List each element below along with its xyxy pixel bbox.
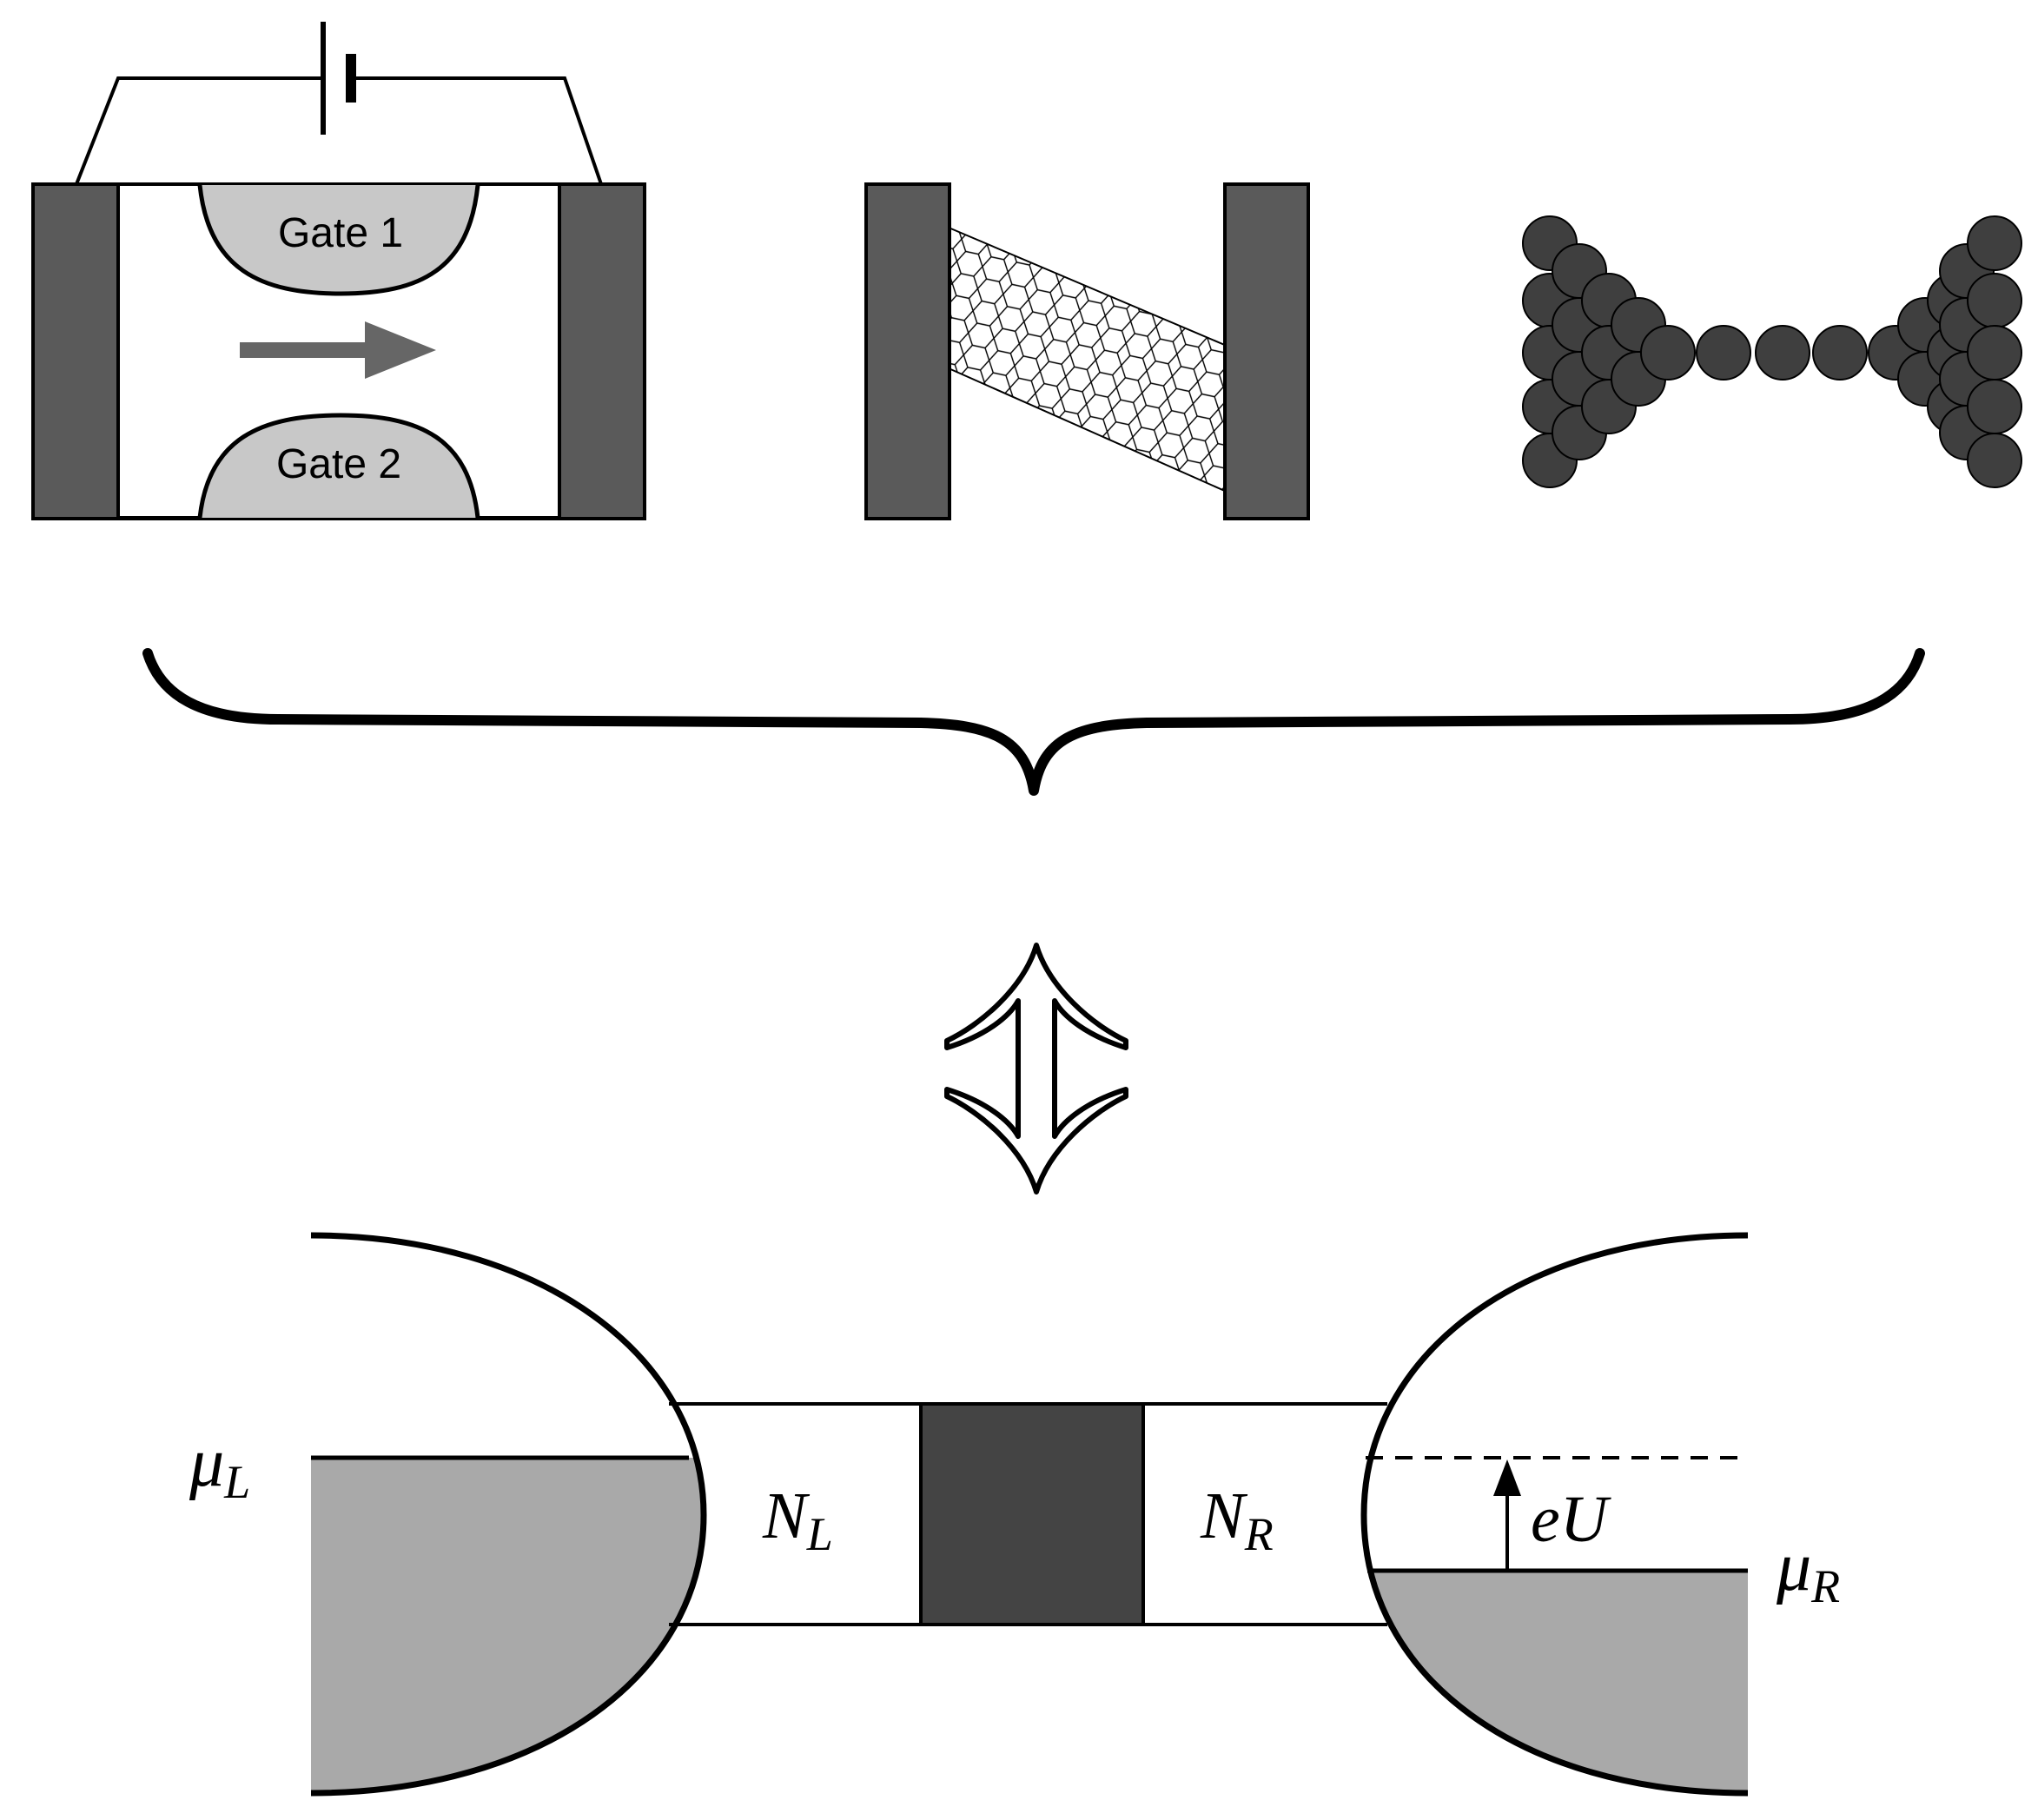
nanotube-right-electrode: [1223, 182, 1310, 520]
nanotube-device: [864, 182, 1310, 520]
atom: [1967, 325, 2022, 381]
atom: [1812, 325, 1868, 381]
quantum-dot-model: NL NR μL μR eU: [189, 1232, 1840, 1797]
nr-label: NR: [1200, 1479, 1274, 1560]
gate-2: [200, 415, 478, 518]
quantum-dot: [919, 1402, 1145, 1626]
eu-label: eU: [1531, 1483, 1611, 1556]
left-reservoir: [310, 1232, 707, 1797]
left-electrode: [31, 182, 120, 520]
current-arrow-icon: [240, 321, 436, 379]
left-reservoir-fill: [311, 1458, 704, 1793]
bias-arrow-icon: [1493, 1459, 1521, 1571]
atom: [1967, 433, 2022, 488]
right-reservoir: [1360, 1232, 1749, 1797]
right-electrode: [558, 182, 646, 520]
gate-2-label: Gate 2: [276, 441, 401, 487]
mu-l-label: μL: [189, 1425, 250, 1508]
nanotube-left-electrode: [864, 182, 951, 520]
atom: [1755, 325, 1810, 381]
atom: [1640, 325, 1696, 381]
right-reservoir-fill: [1364, 1571, 1748, 1793]
double-arrow-icon: [944, 943, 1128, 1195]
atomic-chain-icon: [1522, 215, 2022, 488]
nl-label: NL: [762, 1479, 833, 1560]
battery-icon: [75, 22, 603, 185]
atom: [1967, 273, 2022, 328]
gate-1: [200, 185, 478, 294]
atom: [1967, 215, 2022, 271]
atom: [1967, 379, 2022, 434]
point-contact-device: Gate 1 Gate 2: [31, 22, 646, 520]
carbon-nanotube-icon: [948, 226, 1227, 493]
atom: [1696, 325, 1751, 381]
gate-1-label: Gate 1: [278, 210, 403, 256]
mu-r-label: μR: [1776, 1529, 1840, 1612]
curly-brace-icon: [142, 648, 1925, 796]
